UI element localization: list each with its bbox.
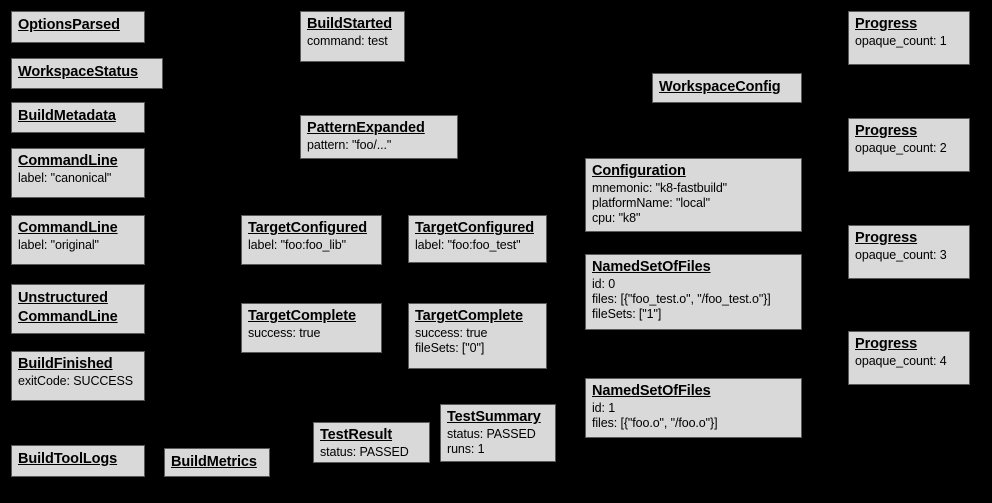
event-node-fields: label: "foo:foo_lib" (248, 238, 375, 253)
event-node-title: NamedSetOfFiles (592, 259, 711, 275)
event-node-build-finished[interactable]: BuildFinished exitCode: SUCCESS (11, 351, 145, 401)
event-node-field: label: "canonical" (18, 171, 112, 185)
event-node-title: Progress (855, 123, 918, 139)
event-node-fields: exitCode: SUCCESS (18, 374, 138, 389)
event-node-fields: pattern: "foo/..." (307, 138, 451, 153)
event-node-field: fileSets: ["1"] (592, 307, 662, 321)
event-node-title: WorkspaceStatus (18, 64, 138, 80)
event-node-progress-1[interactable]: Progress opaque_count: 1 (848, 11, 970, 65)
event-node-title: TestResult (320, 427, 393, 443)
event-node-fields: success: true (248, 326, 375, 341)
event-node-field: label: "original" (18, 238, 99, 252)
event-node-field: files: [{"foo_test.o", "/foo_test.o"}] (592, 292, 771, 306)
event-node-field: exitCode: SUCCESS (18, 374, 134, 388)
event-node-title: BuildFinished (18, 356, 113, 372)
event-node-field: command: test (307, 34, 388, 48)
event-node-field: success: true (248, 326, 321, 340)
event-node-field: runs: 1 (447, 442, 485, 456)
event-node-command-line-canonical[interactable]: CommandLine label: "canonical" (11, 148, 145, 198)
event-node-fields: opaque_count: 1 (855, 34, 963, 49)
event-node-fields: opaque_count: 2 (855, 141, 963, 156)
event-node-options-parsed[interactable]: OptionsParsed (11, 11, 145, 43)
event-node-fields: label: "original" (18, 238, 138, 253)
event-node-fields: mnemonic: "k8-fastbuild"platformName: "l… (592, 181, 795, 226)
event-node-field: id: 1 (592, 401, 616, 415)
event-node-test-result[interactable]: TestResult status: PASSED (313, 422, 430, 463)
event-node-title: Progress (855, 16, 918, 32)
event-node-target-complete-foo-lib[interactable]: TargetComplete success: true (241, 303, 382, 353)
event-node-command-line-original[interactable]: CommandLine label: "original" (11, 215, 145, 265)
event-node-title: TargetConfigured (415, 220, 534, 236)
event-node-fields: label: "canonical" (18, 171, 138, 186)
event-node-title: Progress (855, 336, 918, 352)
event-node-title: NamedSetOfFiles (592, 383, 711, 399)
event-node-workspace-config[interactable]: WorkspaceConfig (652, 73, 802, 103)
event-node-field: id: 0 (592, 277, 616, 291)
event-node-title: CommandLine (18, 153, 118, 169)
event-node-field: success: true (415, 326, 488, 340)
event-node-pattern-expanded[interactable]: PatternExpanded pattern: "foo/..." (300, 115, 458, 159)
event-node-field: opaque_count: 3 (855, 248, 947, 262)
event-node-target-configured-foo-lib[interactable]: TargetConfigured label: "foo:foo_lib" (241, 215, 382, 265)
event-node-unstructured-command-line[interactable]: Unstructured CommandLine (11, 284, 145, 334)
event-node-field: mnemonic: "k8-fastbuild" (592, 181, 728, 195)
event-node-build-metrics[interactable]: BuildMetrics (164, 448, 270, 477)
event-node-field: opaque_count: 4 (855, 354, 947, 368)
event-node-field: opaque_count: 1 (855, 34, 947, 48)
event-node-title: OptionsParsed (18, 17, 120, 33)
event-node-title: CommandLine (18, 220, 118, 236)
event-node-progress-4[interactable]: Progress opaque_count: 4 (848, 331, 970, 385)
event-node-title: TargetComplete (415, 308, 523, 324)
event-node-title: TargetComplete (248, 308, 356, 324)
event-node-title: BuildToolLogs (18, 451, 118, 467)
event-node-field: pattern: "foo/..." (307, 138, 392, 152)
event-node-progress-2[interactable]: Progress opaque_count: 2 (848, 118, 970, 172)
event-node-title: TestSummary (447, 409, 541, 425)
event-node-fields: command: test (307, 34, 398, 49)
event-node-configuration[interactable]: Configuration mnemonic: "k8-fastbuild"pla… (585, 158, 802, 232)
event-node-field: status: PASSED (320, 445, 409, 459)
event-node-workspace-status[interactable]: WorkspaceStatus (11, 58, 163, 89)
event-node-fields: opaque_count: 4 (855, 354, 963, 369)
event-node-title: BuildStarted (307, 16, 393, 32)
event-node-fields: opaque_count: 3 (855, 248, 963, 263)
event-node-target-configured-foo-test[interactable]: TargetConfigured label: "foo:foo_test" (408, 215, 547, 263)
event-node-title: Configuration (592, 163, 686, 179)
event-node-build-tool-logs[interactable]: BuildToolLogs (11, 445, 145, 477)
event-node-title: PatternExpanded (307, 120, 425, 136)
event-node-field: label: "foo:foo_lib" (248, 238, 346, 252)
event-node-title: BuildMetadata (18, 108, 116, 124)
event-node-field: cpu: "k8" (592, 211, 641, 225)
event-node-title: Progress (855, 230, 918, 246)
event-node-title: Unstructured CommandLine (18, 290, 118, 325)
event-node-title: BuildMetrics (171, 454, 257, 470)
event-node-field: opaque_count: 2 (855, 141, 947, 155)
event-node-field: label: "foo:foo_test" (415, 238, 521, 252)
event-node-field: fileSets: ["0"] (415, 341, 485, 355)
event-node-build-started[interactable]: BuildStarted command: test (300, 11, 405, 62)
event-node-fields: label: "foo:foo_test" (415, 238, 540, 253)
event-node-fields: status: PASSED (320, 445, 423, 460)
event-node-field: status: PASSED (447, 427, 536, 441)
event-node-title: TargetConfigured (248, 220, 367, 236)
event-node-progress-3[interactable]: Progress opaque_count: 3 (848, 225, 970, 279)
event-node-title: WorkspaceConfig (659, 79, 781, 95)
event-node-build-metadata[interactable]: BuildMetadata (11, 102, 145, 133)
event-node-field: files: [{"foo.o", "/foo.o"}] (592, 416, 718, 430)
event-node-field: platformName: "local" (592, 196, 710, 210)
